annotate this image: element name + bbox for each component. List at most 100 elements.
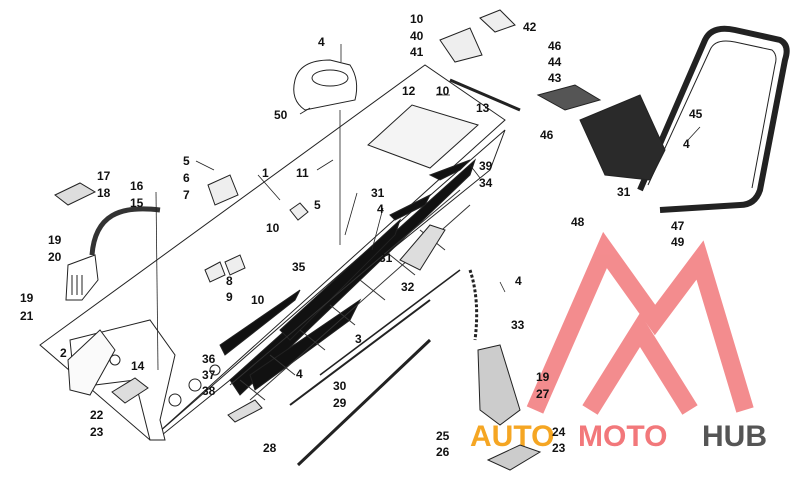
callout-9: 9 (226, 290, 233, 304)
pad-26 (486, 444, 542, 471)
callout-46-top: 46 (548, 39, 562, 53)
bracket-41 (439, 27, 483, 63)
watermark-hub: HUB (702, 420, 767, 453)
callout-41: 41 (410, 45, 424, 59)
bracket-42 (479, 9, 516, 33)
rail-13 (449, 78, 521, 112)
chain-33 (468, 269, 479, 341)
callout-10-top: 10 (410, 12, 424, 26)
callout-3: 3 (355, 332, 362, 346)
footrest-25 (477, 344, 521, 426)
callout-labels: 1 2 3 4 4 4 4 4 5 5 6 7 8 9 10 10 10 10 … (20, 12, 703, 459)
callout-15: 15 (130, 196, 144, 210)
line-art (39, 9, 790, 471)
seat-top (311, 69, 349, 87)
rear-bumper-frame-inner (647, 40, 777, 189)
callout-12: 12 (402, 84, 416, 98)
callout-44: 44 (548, 55, 562, 69)
watermark-moto: MOTO (578, 420, 667, 453)
bracket-20-slots (71, 275, 83, 295)
callout-14: 14 (131, 359, 145, 373)
callout-4-lower: 4 (296, 367, 303, 381)
callout-2: 2 (60, 346, 67, 360)
bracket-7 (207, 174, 239, 206)
callout-19-right: 19 (536, 370, 550, 384)
callout-7: 7 (183, 188, 190, 202)
callout-39: 39 (479, 159, 493, 173)
autohub-logo-mark (526, 231, 754, 415)
logo-inner-shape (582, 313, 698, 415)
callout-5-left: 5 (183, 154, 190, 168)
callout-4-center: 4 (377, 202, 384, 216)
callout-32: 32 (401, 280, 415, 294)
leader-lines (155, 44, 701, 371)
plate-8 (204, 261, 226, 283)
callout-10-upper: 10 (436, 84, 450, 98)
watermark-auto: AUTO (470, 420, 554, 453)
logo-outer-shape (526, 231, 754, 414)
left-bracket-2 (67, 329, 116, 396)
callout-49: 49 (671, 235, 685, 249)
callout-19-lower: 19 (20, 291, 34, 305)
bracket-32 (399, 224, 446, 271)
callout-8: 8 (226, 274, 233, 288)
foot-pad-left (227, 399, 263, 423)
callout-22: 22 (90, 408, 104, 422)
callout-36: 36 (202, 352, 216, 366)
plate-5 (289, 202, 309, 221)
callout-16: 16 (130, 179, 144, 193)
callout-6: 6 (183, 171, 190, 185)
seat-50 (293, 59, 358, 111)
callout-21: 21 (20, 309, 34, 323)
snowflap-43 (536, 84, 602, 111)
callout-31-mid: 31 (379, 251, 393, 265)
rear-bumper-frame (637, 25, 790, 213)
callout-23-right: 23 (552, 441, 566, 455)
callout-25: 25 (436, 429, 450, 443)
callout-4-right: 4 (515, 274, 522, 288)
callout-38: 38 (202, 384, 216, 398)
callout-10-mid: 10 (266, 221, 280, 235)
callout-47: 47 (671, 219, 685, 233)
callout-34: 34 (479, 176, 493, 190)
side-holes (109, 354, 221, 407)
callout-42: 42 (523, 20, 537, 34)
callout-31-top: 31 (371, 186, 385, 200)
callout-48: 48 (571, 215, 585, 229)
callout-4-bumper: 4 (683, 137, 690, 151)
callout-40: 40 (410, 29, 424, 43)
callout-11: 11 (296, 166, 309, 180)
callout-37: 37 (202, 368, 216, 382)
callout-31-right: 31 (617, 185, 631, 199)
callout-1: 1 (262, 166, 269, 180)
callout-19-left: 19 (48, 233, 62, 247)
callout-30: 30 (333, 379, 347, 393)
callout-26: 26 (436, 445, 450, 459)
cover-17 (54, 182, 97, 206)
tunnel-window (367, 104, 479, 169)
callout-27: 27 (536, 387, 550, 401)
tunnel-side-panel (149, 129, 506, 441)
callout-33: 33 (511, 318, 525, 332)
callout-45: 45 (689, 107, 703, 121)
callout-28: 28 (263, 441, 277, 455)
callout-20: 20 (48, 250, 62, 264)
callout-10-low: 10 (251, 293, 265, 307)
callout-50: 50 (274, 108, 288, 122)
callout-18: 18 (97, 186, 111, 200)
callout-29: 29 (333, 396, 347, 410)
rod-29 (289, 299, 431, 406)
callout-23-left: 23 (90, 425, 104, 439)
callout-13: 13 (476, 101, 490, 115)
snowflap-45 (579, 94, 666, 181)
callout-4-seat: 4 (318, 35, 325, 49)
foot-pad-22 (111, 377, 149, 404)
tunnel-top-outline (39, 64, 506, 441)
rod-30 (319, 269, 461, 376)
plate-9 (224, 254, 246, 276)
rod-28 (296, 338, 432, 467)
callout-5-right: 5 (314, 198, 321, 212)
callout-24: 24 (552, 425, 566, 439)
callout-17: 17 (97, 169, 111, 183)
